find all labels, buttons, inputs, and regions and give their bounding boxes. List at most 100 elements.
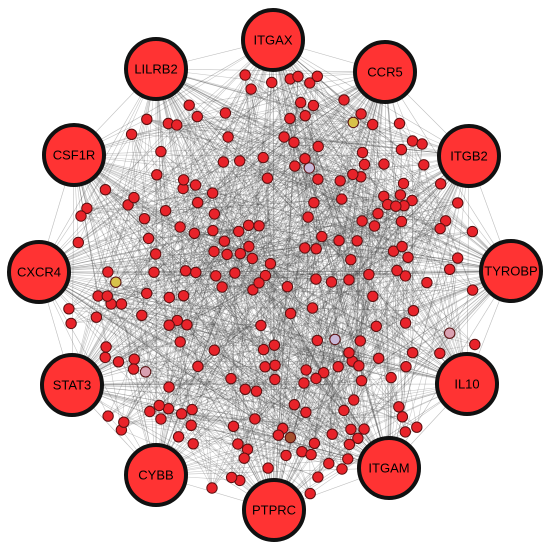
network-node	[174, 336, 186, 348]
network-node	[284, 431, 297, 444]
edge	[145, 178, 268, 372]
network-node	[308, 197, 320, 209]
edge	[141, 315, 215, 351]
edge	[348, 183, 441, 281]
edge	[86, 208, 305, 384]
edge	[96, 316, 275, 380]
edge	[185, 213, 215, 271]
edge	[182, 71, 386, 189]
edge	[71, 71, 386, 386]
network-node	[163, 291, 176, 304]
edge	[73, 154, 256, 420]
edge	[155, 68, 361, 342]
network-node	[284, 112, 296, 125]
network-node	[206, 482, 218, 494]
edge	[214, 136, 229, 214]
edge	[179, 39, 274, 342]
network-node	[406, 194, 418, 207]
edge	[86, 205, 396, 209]
hub-node-itgam: ITGAM	[357, 436, 421, 500]
edge	[423, 164, 468, 385]
network-node	[354, 335, 366, 347]
edge	[244, 74, 349, 459]
edge	[195, 152, 363, 186]
edge	[304, 158, 388, 205]
network-node	[222, 131, 234, 143]
edge	[121, 178, 268, 431]
network-node	[208, 344, 221, 356]
edge	[134, 122, 354, 360]
edge	[214, 174, 354, 351]
edge	[38, 194, 401, 273]
network-node	[434, 222, 446, 235]
network-node	[255, 319, 267, 332]
network-node	[72, 236, 85, 249]
network-node	[163, 381, 175, 393]
network-node	[219, 107, 232, 119]
edge	[111, 303, 392, 378]
edge	[155, 68, 450, 270]
edge	[153, 71, 386, 273]
edge	[293, 140, 413, 143]
network-node	[336, 463, 348, 475]
edge	[71, 82, 272, 386]
network-node	[444, 263, 456, 275]
edge	[71, 230, 214, 386]
edge	[181, 259, 352, 415]
hub-circle	[242, 478, 306, 542]
edge	[177, 320, 275, 511]
edge	[73, 154, 181, 343]
edge	[146, 119, 385, 165]
edge	[118, 360, 353, 363]
edge	[145, 226, 181, 372]
edge	[168, 123, 199, 367]
edge	[186, 324, 256, 420]
edge	[186, 155, 470, 326]
hub-node-stat3: STAT3	[40, 353, 104, 417]
edge	[221, 155, 470, 288]
network-node	[312, 471, 324, 483]
edge	[294, 247, 306, 405]
network-node	[399, 426, 411, 438]
edge	[278, 247, 306, 436]
edge	[155, 68, 362, 178]
edge	[309, 167, 413, 353]
network-node	[253, 277, 265, 289]
edge	[177, 320, 336, 340]
edge	[263, 220, 446, 350]
network-node	[177, 174, 190, 186]
hub-node-lilrb2: LILRB2	[124, 37, 188, 101]
edge	[278, 383, 468, 436]
edge	[272, 39, 414, 311]
network-node	[239, 383, 251, 395]
edge	[121, 303, 392, 378]
network-node	[307, 99, 320, 112]
edge	[160, 151, 388, 205]
edge	[168, 123, 470, 157]
network-node	[278, 131, 290, 143]
network-node	[469, 338, 481, 351]
edge	[98, 257, 458, 297]
edge	[341, 199, 362, 381]
edge	[186, 324, 311, 494]
network-node	[250, 385, 263, 397]
edge	[271, 82, 296, 167]
network-node	[343, 274, 355, 286]
network-node	[159, 205, 172, 217]
edge	[188, 105, 225, 242]
edge	[71, 112, 226, 386]
edge	[388, 183, 404, 469]
edge	[225, 112, 288, 287]
hub-node-ptprc: PTPRC	[242, 478, 306, 542]
edge	[273, 353, 441, 511]
edge	[396, 270, 403, 417]
hubs-layer: ITGAXCCR5ITGB2TYROBPIL10ITGAMPTPRCCYBBST…	[7, 8, 543, 542]
edge	[169, 286, 288, 326]
edge	[38, 271, 311, 494]
edge	[38, 104, 190, 273]
network-node	[355, 108, 367, 120]
network-node	[139, 366, 152, 378]
edge	[239, 160, 275, 346]
edge	[38, 271, 392, 378]
edge	[294, 166, 333, 435]
